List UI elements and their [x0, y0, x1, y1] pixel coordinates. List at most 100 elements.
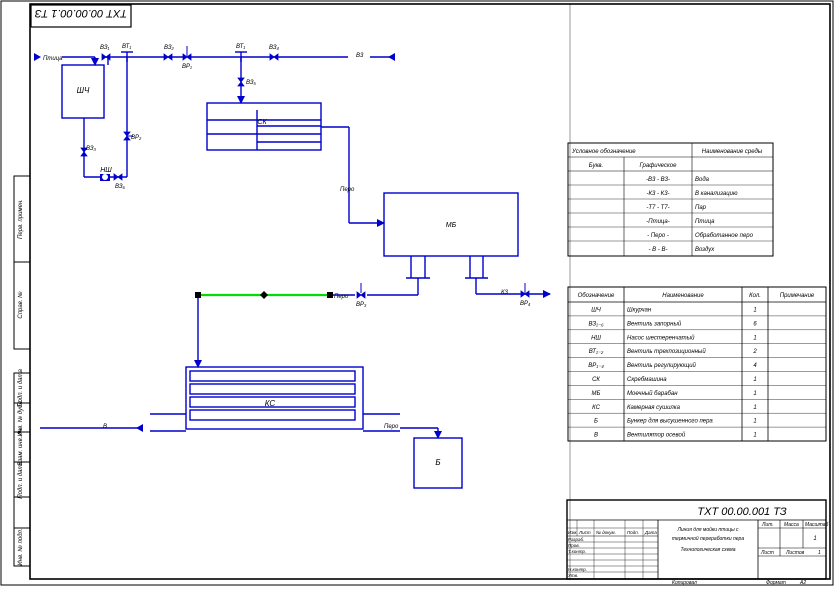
legend-header-letter: Букв.	[589, 163, 603, 169]
stamp-role-1: Разраб.	[568, 537, 584, 542]
legend-row-graphic: -Т7 - Т7-	[646, 205, 669, 211]
process-lines	[36, 56, 551, 489]
air-in-arrow	[136, 424, 143, 432]
stamp-h-list: Лист	[578, 530, 591, 535]
tank-shch	[61, 64, 105, 119]
label-k3: К3	[501, 290, 509, 296]
spec-table: Обозначение Наименование Кол. Примечание…	[567, 286, 827, 442]
label-pero2: Перо	[334, 294, 349, 300]
strip-label-1: Перв. примен.	[18, 199, 24, 239]
label-ks: КС	[265, 399, 276, 408]
stamp-scale-value: 1	[813, 536, 816, 542]
stamp-desc-2: термичной переработки пера	[672, 535, 744, 542]
code-stamp: ТХТ 00.00.001 ТЗ	[697, 506, 786, 518]
valve-vz5	[237, 77, 245, 87]
label-vt1a: ВТ₁	[122, 44, 131, 50]
spec-row-qty: 1	[753, 377, 756, 383]
legend-row-name: Воздух	[695, 247, 715, 253]
legend-title-right: Наименование среды	[702, 149, 763, 155]
valve-stems	[128, 46, 526, 293]
spec-row-name: Насос шестеренчатый	[627, 334, 695, 341]
strip-label-4: Инв. № дубл.	[17, 400, 24, 437]
legend-row-graphic: -Птица-	[646, 219, 670, 225]
stamp-h-sign: Подп.	[627, 530, 639, 535]
spec-row-code: КС	[592, 405, 600, 411]
spec-row-code: Б	[594, 419, 598, 425]
spec-row-name: Вентиль трехпозиционный	[627, 348, 706, 355]
stamp-desc-3: Технологическая схема	[681, 547, 736, 553]
strip-label-5: Взам. инв. №	[17, 428, 24, 466]
label-nsh: НШ	[100, 167, 112, 174]
label-vz6: ВЗ₆	[115, 184, 126, 190]
ptitsa-arrow	[34, 53, 41, 61]
spec-row-code: НШ	[591, 335, 601, 341]
spec-header-note: Примечание	[780, 293, 815, 299]
label-vr1: ВР₁	[182, 64, 192, 70]
legend-row-graphic: - В - В-	[649, 247, 668, 253]
valve-vr1	[182, 53, 192, 61]
footer-format-value: А2	[799, 580, 806, 586]
footer-copied: Копировал	[672, 580, 697, 586]
legend-row-name: Вода	[695, 177, 710, 183]
stamp-desc-1: Линия для мойки птицы с	[676, 526, 739, 533]
label-shch: ШЧ	[77, 86, 90, 95]
spec-row-code: СК	[592, 377, 600, 383]
stamp-sheets-value: 1	[818, 550, 821, 556]
spec-row-name: Камерная сушилка	[627, 405, 681, 411]
valve-vz3	[80, 147, 88, 157]
strip-label-6: Подп. и дата	[18, 461, 24, 499]
stamp-h-doc: № докум.	[596, 530, 616, 535]
label-pero3: Перо	[384, 424, 399, 430]
spec-row-qty: 2	[752, 349, 757, 355]
spec-row-qty: 4	[753, 363, 757, 369]
label-vt1b: ВТ₁	[236, 44, 245, 50]
legend-table: Условное обозначение Наименование среды …	[567, 142, 774, 257]
label-vz5: ВЗ₅	[246, 80, 257, 86]
feed-node-left	[195, 292, 201, 298]
feed-node-mid	[260, 291, 268, 299]
stamp-role-3: Т.контр.	[568, 549, 586, 554]
stamp-mass: Масса	[784, 522, 799, 528]
legend-row-name: В канализацию	[695, 191, 738, 197]
drum-mb	[383, 192, 519, 257]
stamp-lit: Лит.	[761, 522, 774, 528]
spec-row-code: ШЧ	[591, 308, 602, 314]
valves	[80, 53, 530, 299]
label-sk: СК	[257, 119, 267, 126]
legend-row-name: Пар	[695, 205, 707, 211]
valve-vr3	[356, 291, 366, 299]
valve-vz1	[101, 53, 111, 61]
legend-row-graphic: -В3 - В3-	[646, 177, 670, 183]
water-in-arrow	[388, 53, 395, 61]
label-vz2: ВЗ₂	[164, 45, 175, 51]
bunker-b	[413, 437, 463, 489]
spec-row-qty: 1	[753, 391, 756, 397]
spec-row-name: Шкурчан	[627, 308, 652, 314]
dryer-ks	[185, 366, 364, 430]
spec-header-qty: Кол.	[749, 293, 761, 299]
label-mb: МБ	[446, 222, 457, 229]
stamp-sheets: Листов	[785, 550, 805, 556]
label-vr2: ВР₂	[131, 135, 142, 141]
left-strip: Перв. примен. Справ. № Подп. и дата Инв.…	[13, 175, 31, 567]
spec-row-name: Моечный барабан	[627, 390, 678, 397]
legend-row-name: Птица	[695, 219, 715, 225]
valve-vr2	[123, 131, 131, 141]
spec-row-code: МБ	[592, 391, 601, 397]
legend-title: Условное обозначение	[571, 149, 636, 155]
label-b: Б	[435, 458, 440, 467]
spec-row-qty: 1	[753, 308, 756, 314]
spec-row-qty: 1	[753, 419, 756, 425]
pump-nsh	[100, 174, 110, 181]
spec-row-name: Бункер для высушенного пера	[627, 419, 713, 425]
stamp-role-5: Утв.	[568, 573, 578, 578]
spec-header-code: Обозначение	[578, 293, 615, 299]
spec-row-qty: 1	[753, 405, 756, 411]
spec-row-qty: 1	[753, 433, 756, 439]
spec-row-name: Скребмашина	[627, 377, 667, 383]
legend-row-graphic: -К3 - К3-	[646, 191, 669, 197]
code-box-top	[30, 4, 132, 28]
legend-header-graphic: Графическое	[640, 163, 678, 169]
